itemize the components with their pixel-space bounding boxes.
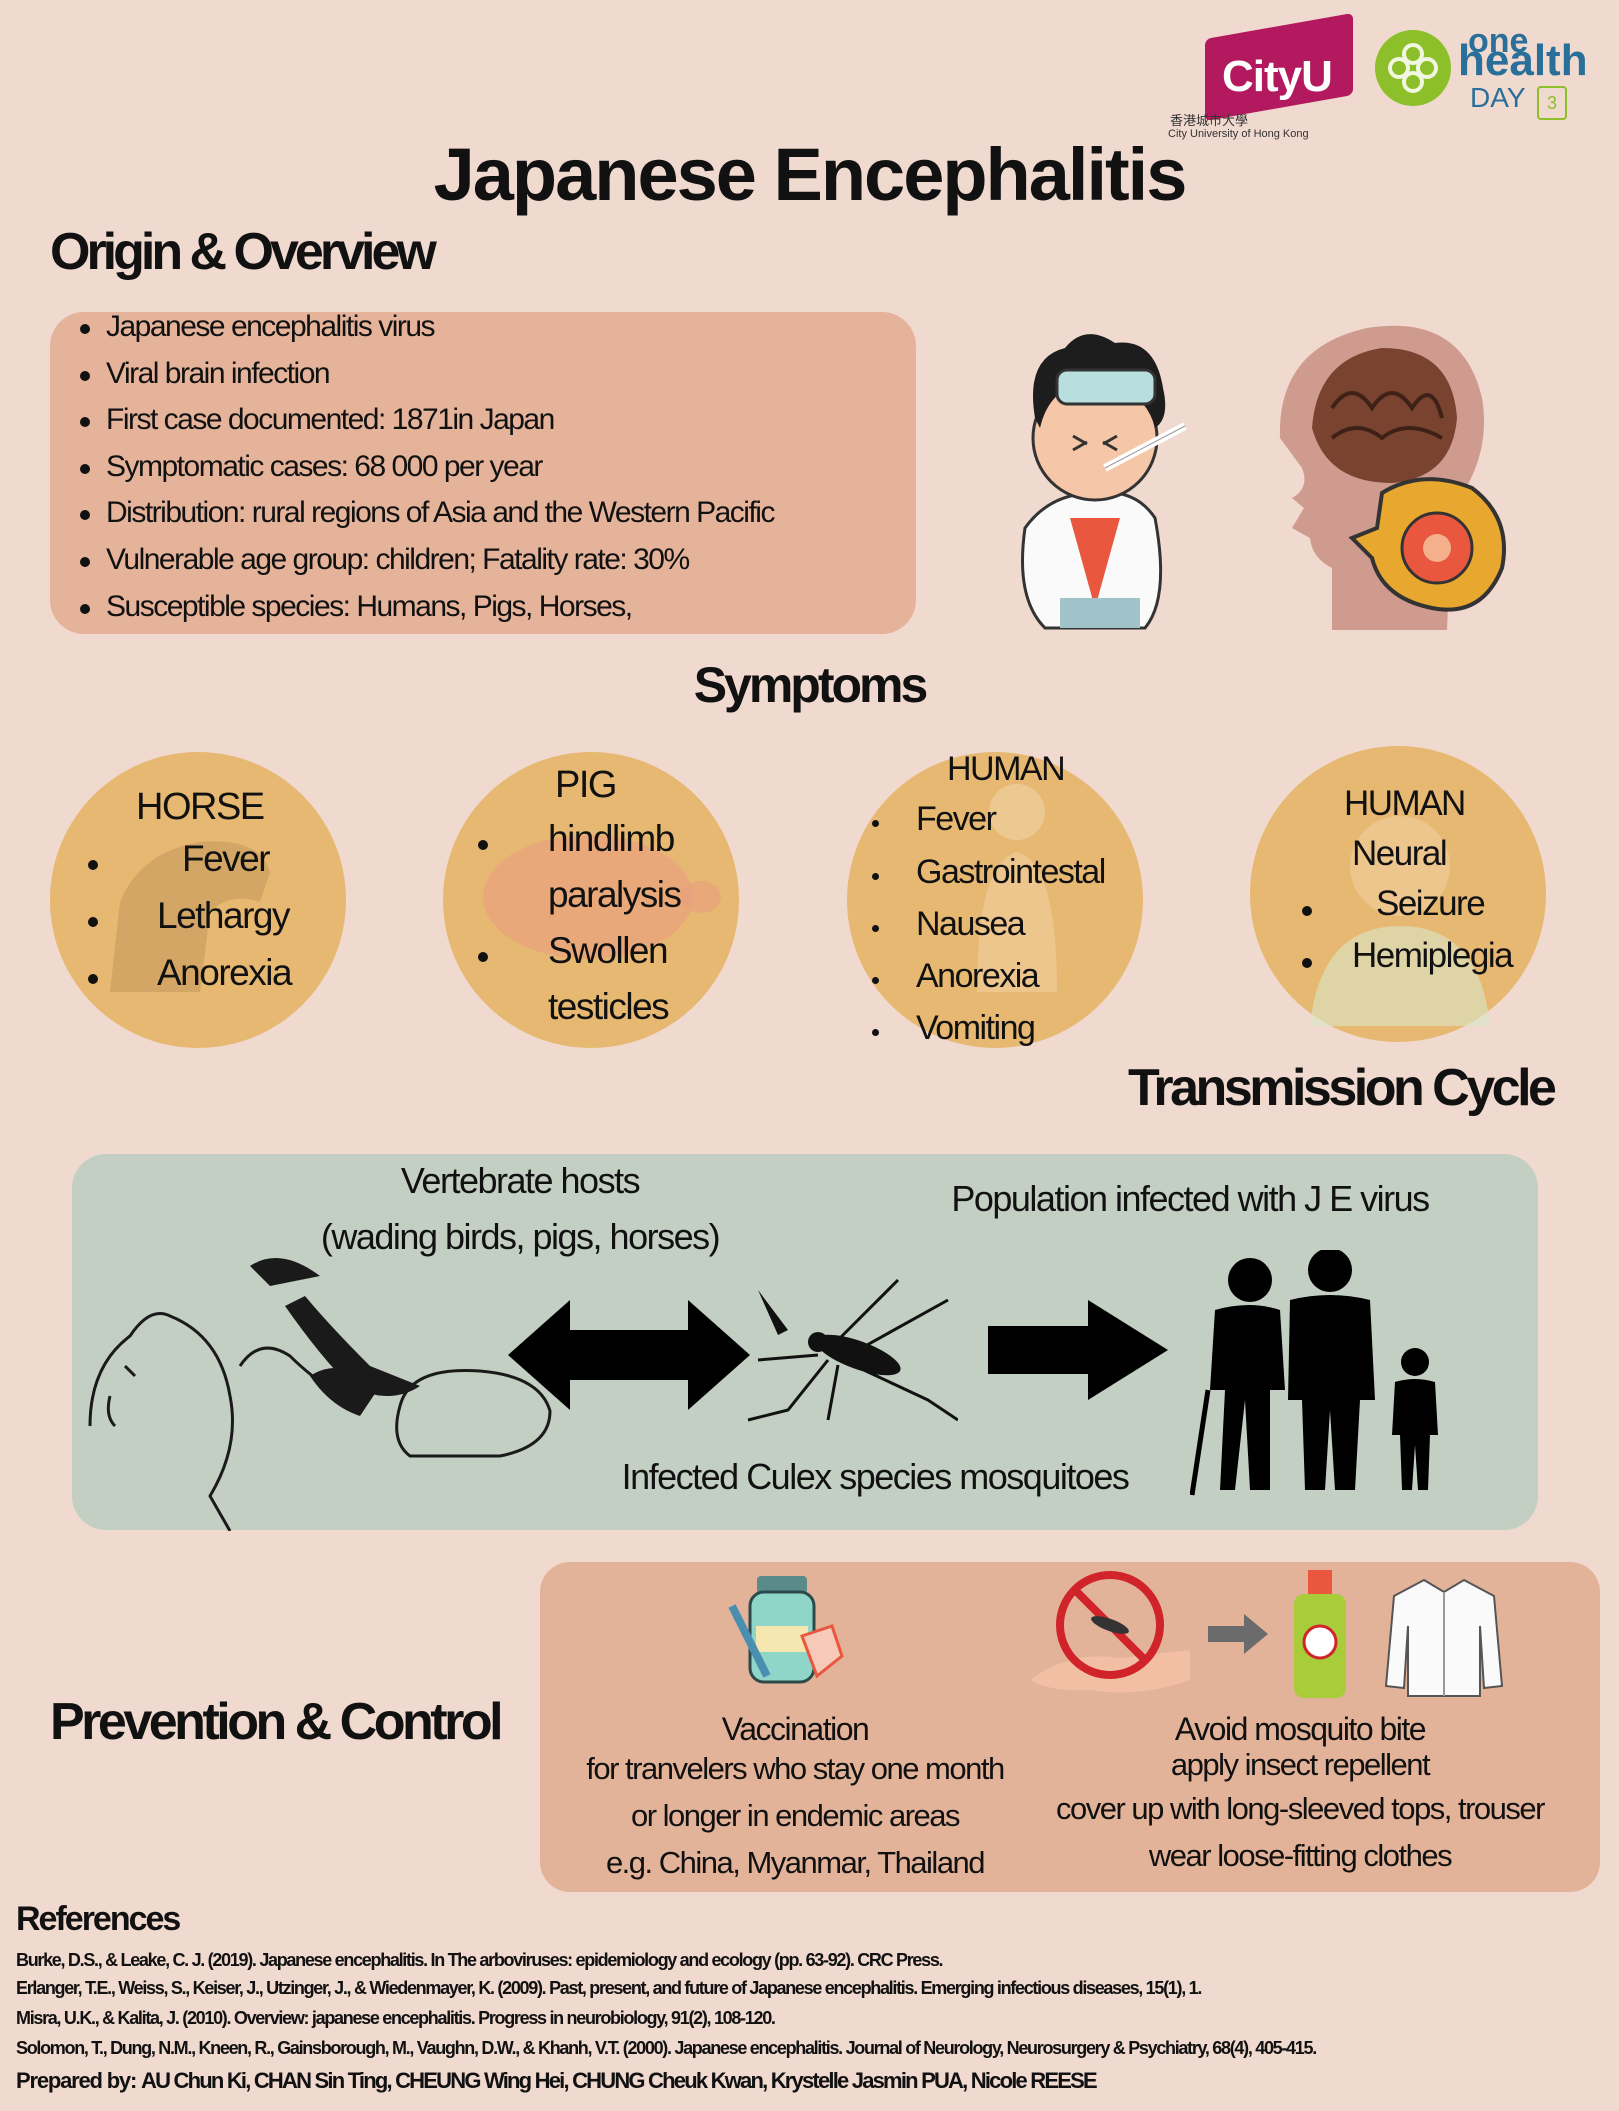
insect-repellent-icon <box>1290 1570 1350 1700</box>
cityu-logo-text: CityU <box>1222 52 1333 101</box>
human-symptom: Vomiting <box>916 1009 1036 1047</box>
neural-title: HUMAN <box>1344 784 1466 823</box>
human-symptom: Fever <box>916 800 997 838</box>
neural-symptom: Hemiplegia <box>1352 936 1514 975</box>
page-title: Japanese Encephalitis <box>433 133 1188 216</box>
origin-heading: Origin & Overview <box>50 223 437 281</box>
sick-child-icon <box>995 318 1205 630</box>
vaccine-icon <box>722 1566 852 1696</box>
right-arrow-icon <box>988 1300 1168 1400</box>
bullet <box>88 860 98 870</box>
vaccination-line: for tranvelers who stay one month <box>586 1751 1005 1786</box>
reference-item: Misra, U.K., & Kalita, J. (2010). Overvi… <box>16 2008 776 2028</box>
horse-title: HORSE <box>136 786 265 828</box>
no-mosquito-icon <box>1030 1570 1190 1700</box>
horse-symptom: Fever <box>182 838 271 879</box>
one-health-one: one <box>1468 22 1529 60</box>
pig-symptom: testicles <box>548 986 670 1027</box>
bullet <box>88 974 98 984</box>
neural-symptoms-circle <box>1250 746 1546 1042</box>
reference-item: Erlanger, T.E., Weiss, S., Keiser, J., U… <box>16 1978 1202 1998</box>
long-sleeve-shirt-icon <box>1384 1576 1504 1700</box>
cityu-english-name: City University of Hong Kong <box>1168 128 1309 140</box>
bullet <box>872 820 879 827</box>
hosts-label-line1: Vertebrate hosts <box>400 1160 641 1201</box>
population-silhouette-icon <box>1189 1248 1450 1500</box>
transmission-heading: Transmission Cycle <box>1128 1059 1557 1117</box>
one-health-health: health <box>1458 36 1588 85</box>
vaccination-title: Vaccination <box>721 1711 870 1747</box>
prepared-by-names: AU Chun Ki, CHAN Sin Ting, CHEUNG Wing H… <box>141 2068 1098 2093</box>
bullet <box>478 840 488 850</box>
origin-item: Susceptible species: Humans, Pigs, Horse… <box>78 586 774 633</box>
human-symptom: Anorexia <box>916 957 1040 995</box>
arrow-icon <box>1208 1614 1268 1654</box>
pig-symptom: hindlimb <box>548 818 675 859</box>
bullet <box>88 917 98 927</box>
population-label: Population infected with J E virus <box>951 1178 1430 1219</box>
vaccination-line: e.g. China, Myanmar, Thailand <box>605 1845 986 1880</box>
origin-item: Viral brain infection <box>78 353 774 400</box>
avoid-bite-title: Avoid mosquito bite <box>1174 1711 1427 1747</box>
origin-box <box>50 312 916 634</box>
pig-symptoms-circle <box>443 752 739 1048</box>
hosts-label-line2: (wading birds, pigs, horses) <box>320 1216 721 1257</box>
neural-symptom: Seizure <box>1376 884 1486 923</box>
brain-head-icon <box>1272 318 1522 630</box>
bullet <box>872 873 879 880</box>
bullet <box>872 925 879 932</box>
vertebrate-hosts-icon <box>80 1246 560 1532</box>
human-symptom: Gastrointestal <box>916 853 1106 891</box>
pig-symptom: Swollen <box>548 930 669 971</box>
one-health-logo-icon <box>1375 30 1451 106</box>
sick-person-icon <box>977 784 1057 992</box>
cityu-chinese-name: 香港城市大學 <box>1170 113 1249 128</box>
bullet <box>1302 958 1312 968</box>
pig-symptom: paralysis <box>548 874 682 915</box>
mosquito-label: Infected Culex species mosquitoes <box>621 1456 1130 1497</box>
human-symptom: Nausea <box>916 905 1026 943</box>
origin-item: First case documented: 1871in Japan <box>78 399 774 446</box>
avoid-bite-line: wear loose-fitting clothes <box>1148 1838 1453 1873</box>
bullet <box>872 977 879 984</box>
avoid-bite-line: cover up with long-sleeved tops, trouser <box>1056 1791 1545 1826</box>
avoid-bite-line: apply insect repellent <box>1170 1747 1431 1782</box>
origin-item: Japanese encephalitis virus <box>78 306 774 353</box>
bidirectional-arrow-icon <box>508 1300 750 1410</box>
vaccination-line: or longer in endemic areas <box>630 1798 961 1833</box>
one-health-calendar-icon: 3 <box>1537 86 1567 120</box>
prevention-heading: Prevention & Control <box>50 1693 504 1751</box>
horse-symptom: Anorexia <box>157 952 293 993</box>
reference-item: Solomon, T., Dung, N.M., Kneen, R., Gain… <box>16 2038 1317 2058</box>
pig-title: PIG <box>555 764 617 806</box>
horse-symptoms-circle <box>50 752 346 1048</box>
origin-item: Distribution: rural regions of Asia and … <box>78 492 775 539</box>
origin-list: Japanese encephalitis virus Viral brain … <box>78 306 775 633</box>
prepared-by-label: Prepared by: <box>16 2068 137 2093</box>
bullet <box>478 952 488 962</box>
reference-item: Burke, D.S., & Leake, C. J. (2019). Japa… <box>16 1950 944 1970</box>
horse-icon <box>110 841 270 992</box>
origin-item: Vulnerable age group: children; Fatality… <box>78 539 774 586</box>
origin-item: Symptomatic cases: 68 000 per year <box>78 446 774 493</box>
mosquito-icon <box>728 1270 959 1430</box>
human-symptoms-circle <box>847 752 1143 1048</box>
pig-icon <box>483 835 721 959</box>
bullet <box>872 1029 879 1036</box>
human-title: HUMAN <box>947 750 1066 788</box>
neural-subtitle: Neural <box>1352 834 1448 873</box>
horse-symptom: Lethargy <box>157 895 291 936</box>
references-heading: References <box>16 1900 181 1938</box>
one-health-day: DAY <box>1470 82 1526 113</box>
symptoms-heading: Symptoms <box>693 657 929 713</box>
headache-person-icon <box>1310 816 1490 1026</box>
prepared-by: Prepared by: AU Chun Ki, CHAN Sin Ting, … <box>16 2068 1098 2094</box>
bullet <box>1302 906 1312 916</box>
